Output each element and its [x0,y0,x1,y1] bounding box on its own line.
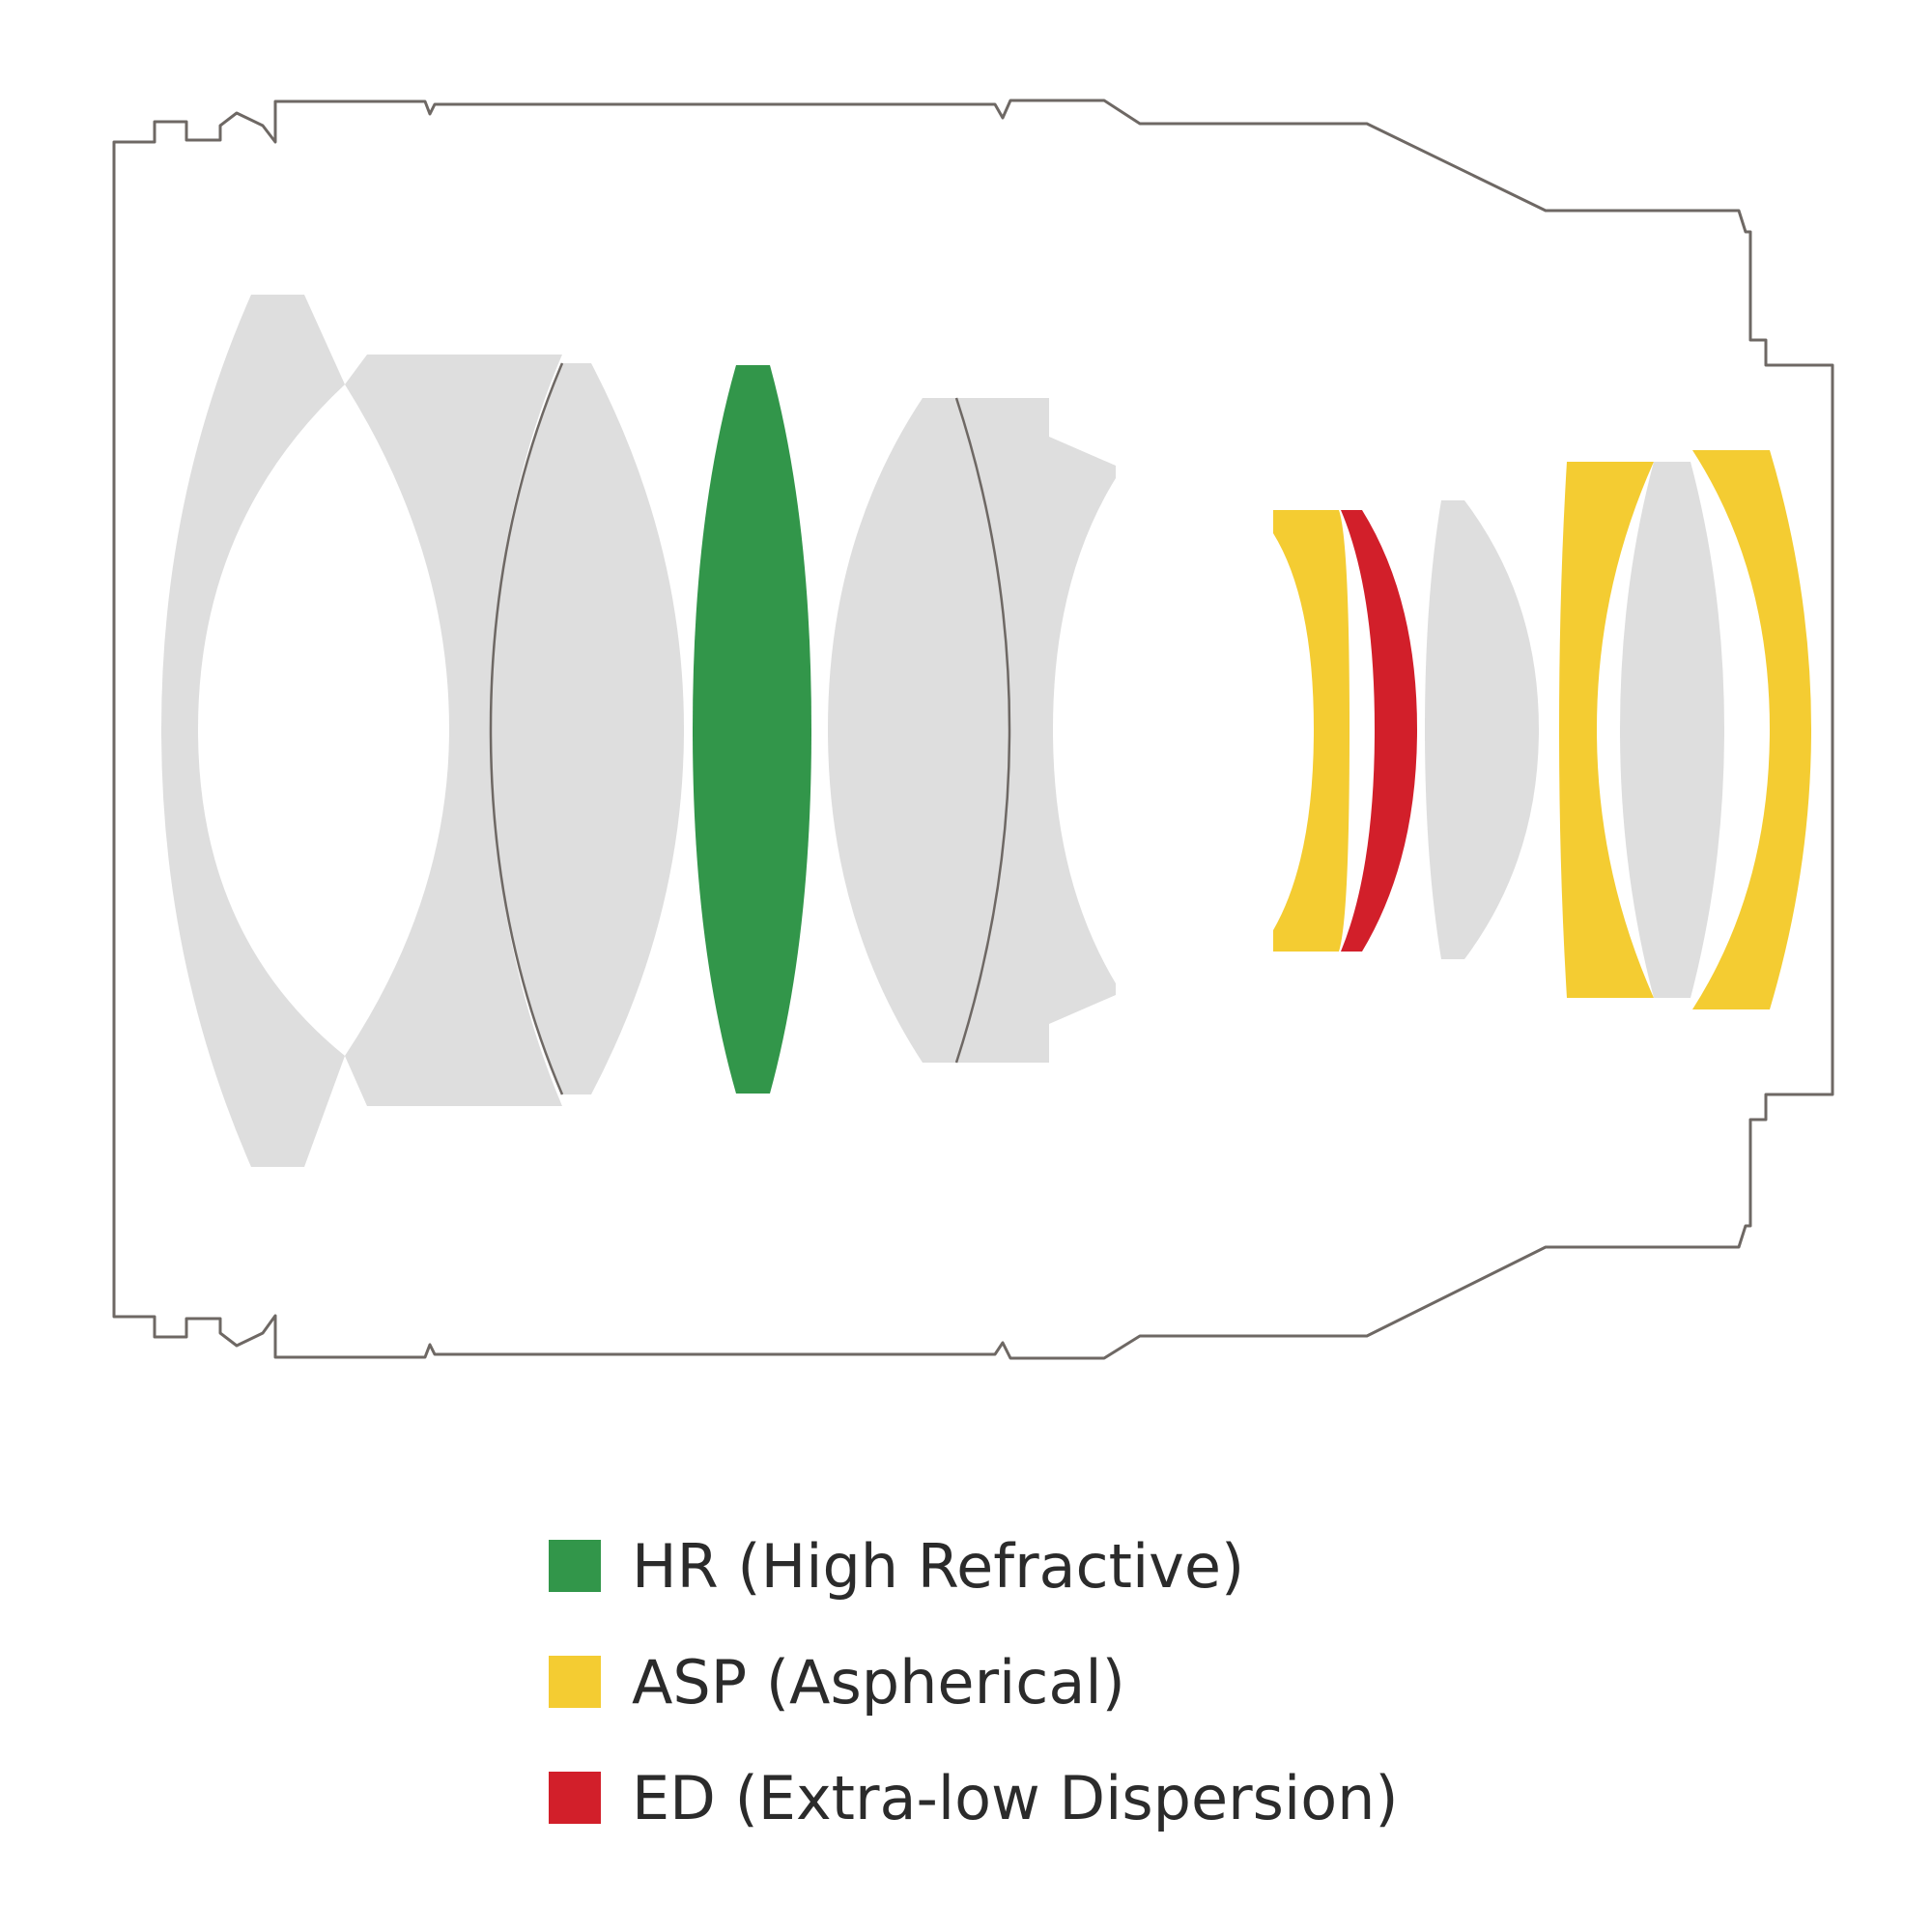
lens-cement-line-2 [954,397,1011,1064]
legend-swatch-hr [549,1540,601,1592]
lens-element-asp-3 [1692,450,1811,1009]
lens-element-asp-2 [1559,462,1654,998]
legend-label-asp: ASP (Aspherical) [632,1646,1125,1718]
lens-diagram [112,99,1834,1360]
lens-element-5 [828,398,1009,1063]
legend-label-ed: ED (Extra-low Dispersion) [632,1762,1399,1833]
lens-element-6 [956,398,1116,1063]
lens-element-hr [693,365,811,1094]
legend-item-hr: HR (High Refractive) [549,1526,1515,1605]
lens-barrel-outline [112,99,1834,1360]
legend-swatch-ed [549,1772,601,1824]
lens-element-3 [491,363,684,1094]
legend: HR (High Refractive) ASP (Aspherical) ED… [549,1526,1515,1874]
legend-swatch-asp [549,1656,601,1708]
legend-item-ed: ED (Extra-low Dispersion) [549,1758,1515,1837]
lens-element-2 [345,355,562,1106]
lens-element-asp-1 [1273,510,1350,952]
legend-label-hr: HR (High Refractive) [632,1530,1245,1602]
lens-element-ed [1341,510,1417,952]
lens-cement-line-1 [489,362,564,1095]
legend-item-asp: ASP (Aspherical) [549,1642,1515,1721]
lens-element-11 [1620,462,1724,998]
lens-element-9 [1425,500,1539,959]
lens-element-1 [161,295,345,1167]
